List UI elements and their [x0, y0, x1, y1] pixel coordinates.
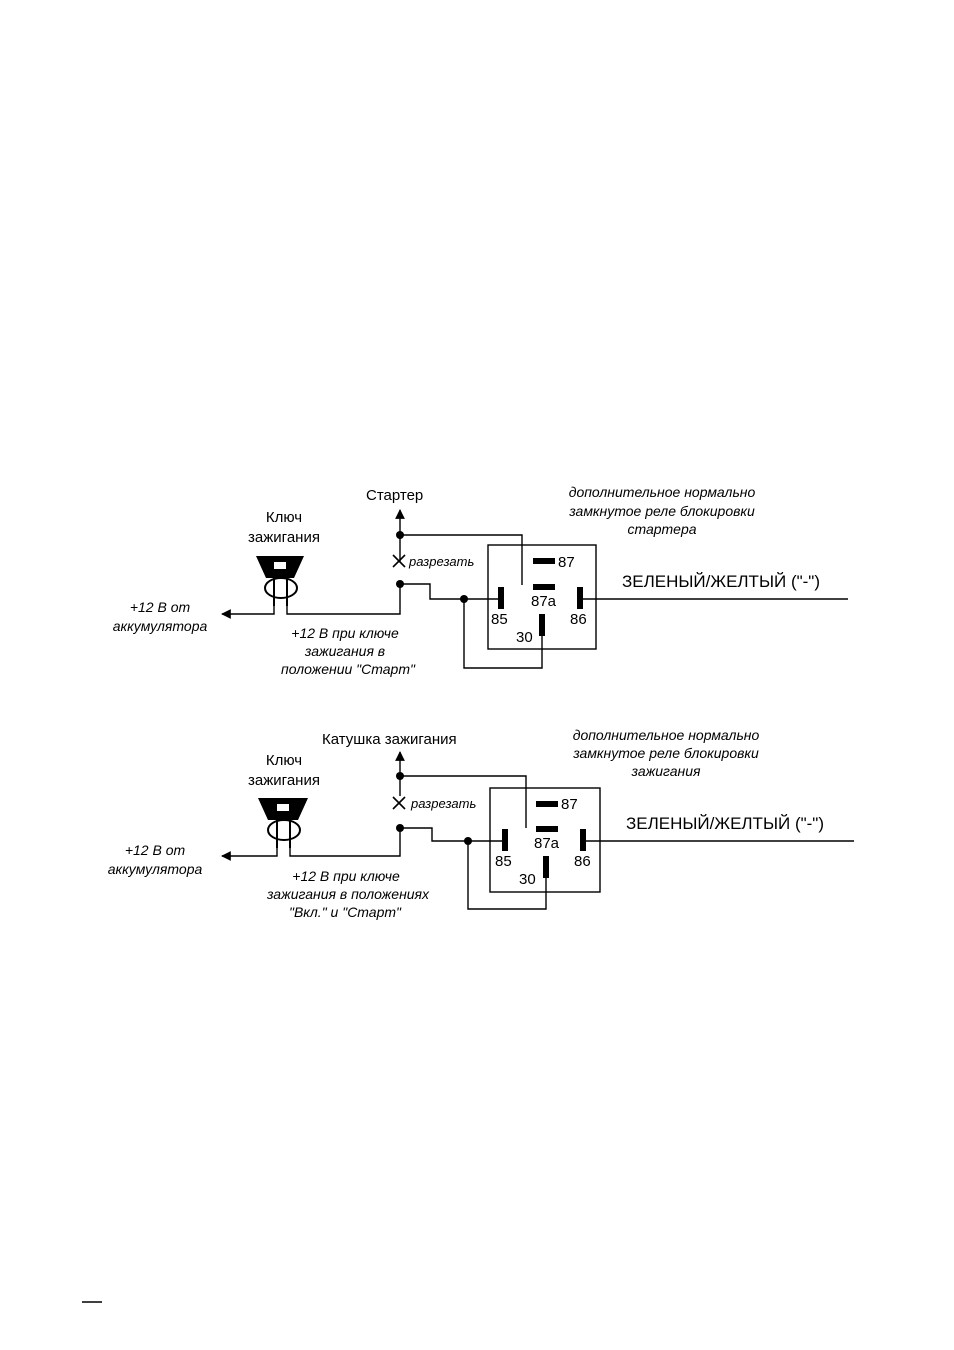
- cut-mark-icon: [392, 796, 406, 810]
- cut-mark-icon: [392, 554, 406, 568]
- pin-87-contact: [536, 801, 558, 807]
- pin-30-label: 30: [516, 629, 533, 646]
- pin-86-contact: [577, 587, 583, 609]
- relay-description: стартера: [627, 521, 696, 537]
- pin-30-label: 30: [519, 871, 536, 888]
- relay-description: замкнутое реле блокировки: [572, 745, 759, 761]
- cut-label: разрезать: [408, 554, 474, 569]
- wire-color-label: ЗЕЛЕНЫЙ/ЖЕЛТЫЙ ("-"): [622, 572, 820, 591]
- key-output-wire: [286, 584, 401, 615]
- relay-box: [489, 787, 601, 893]
- pin-87a-label: 87a: [534, 835, 560, 852]
- battery-label: аккумулятора: [113, 618, 208, 634]
- key-label: зажигания: [248, 772, 320, 789]
- pin-85-label: 85: [491, 611, 508, 628]
- wire-30-loop: [463, 599, 543, 669]
- pin-87-label: 87: [558, 554, 575, 571]
- battery-label: аккумулятора: [108, 861, 203, 877]
- ignition-note: "Вкл." и "Старт": [289, 904, 402, 920]
- wire-30-loop: [467, 841, 547, 910]
- wire-to-85: [400, 827, 502, 842]
- wire-to-85: [400, 583, 500, 600]
- key-output-wire: [289, 828, 401, 857]
- pin-87a-contact: [536, 826, 558, 832]
- ignition-note: +12 В при ключе: [292, 868, 400, 884]
- battery-wire: [221, 606, 275, 619]
- pin-87-contact: [533, 558, 555, 564]
- pin-87a-label: 87a: [531, 593, 557, 610]
- key-label: зажигания: [248, 529, 320, 546]
- ignition-note: положении "Старт": [281, 661, 416, 677]
- pin-86-contact: [580, 829, 586, 851]
- pin-85-contact: [502, 829, 508, 851]
- pin-87a-contact: [533, 584, 555, 590]
- ignition-note: +12 В при ключе: [291, 625, 399, 641]
- wire-to-87a: [400, 534, 523, 585]
- pin-85-contact: [498, 587, 504, 609]
- cut-label: разрезать: [410, 796, 476, 811]
- wire-color-label: ЗЕЛЕНЫЙ/ЖЕЛТЫЙ ("-"): [626, 814, 824, 833]
- ignition-key-icon: [256, 556, 304, 606]
- battery-label: +12 В от: [125, 842, 186, 858]
- starter-label: Стартер: [366, 487, 423, 504]
- relay-description: зажигания: [630, 763, 701, 779]
- ignition-note: зажигания в положениях: [266, 886, 430, 902]
- pin-86-label: 86: [574, 853, 591, 870]
- battery-label: +12 В от: [130, 599, 191, 615]
- relay-box: [487, 544, 597, 650]
- ignition-block-diagram: Катушка зажигания Ключ зажигания разреза…: [108, 727, 854, 920]
- relay-description: дополнительное нормально: [573, 727, 760, 743]
- pin-87-label: 87: [561, 796, 578, 813]
- pin-30-contact: [543, 856, 549, 878]
- battery-wire: [221, 848, 278, 861]
- pin-86-label: 86: [570, 611, 587, 628]
- ignition-key-icon: [258, 798, 308, 848]
- key-label: Ключ: [266, 509, 302, 526]
- ignition-note: зажигания в: [304, 643, 385, 659]
- pin-30-contact: [539, 614, 545, 636]
- relay-description: дополнительное нормально: [569, 484, 756, 500]
- key-label: Ключ: [266, 752, 302, 769]
- starter-block-diagram: Стартер Ключ зажигания разрезать дополни…: [113, 484, 848, 677]
- coil-label: Катушка зажигания: [322, 731, 457, 748]
- relay-description: замкнутое реле блокировки: [568, 503, 755, 519]
- pin-85-label: 85: [495, 853, 512, 870]
- wire-to-87a: [400, 775, 527, 828]
